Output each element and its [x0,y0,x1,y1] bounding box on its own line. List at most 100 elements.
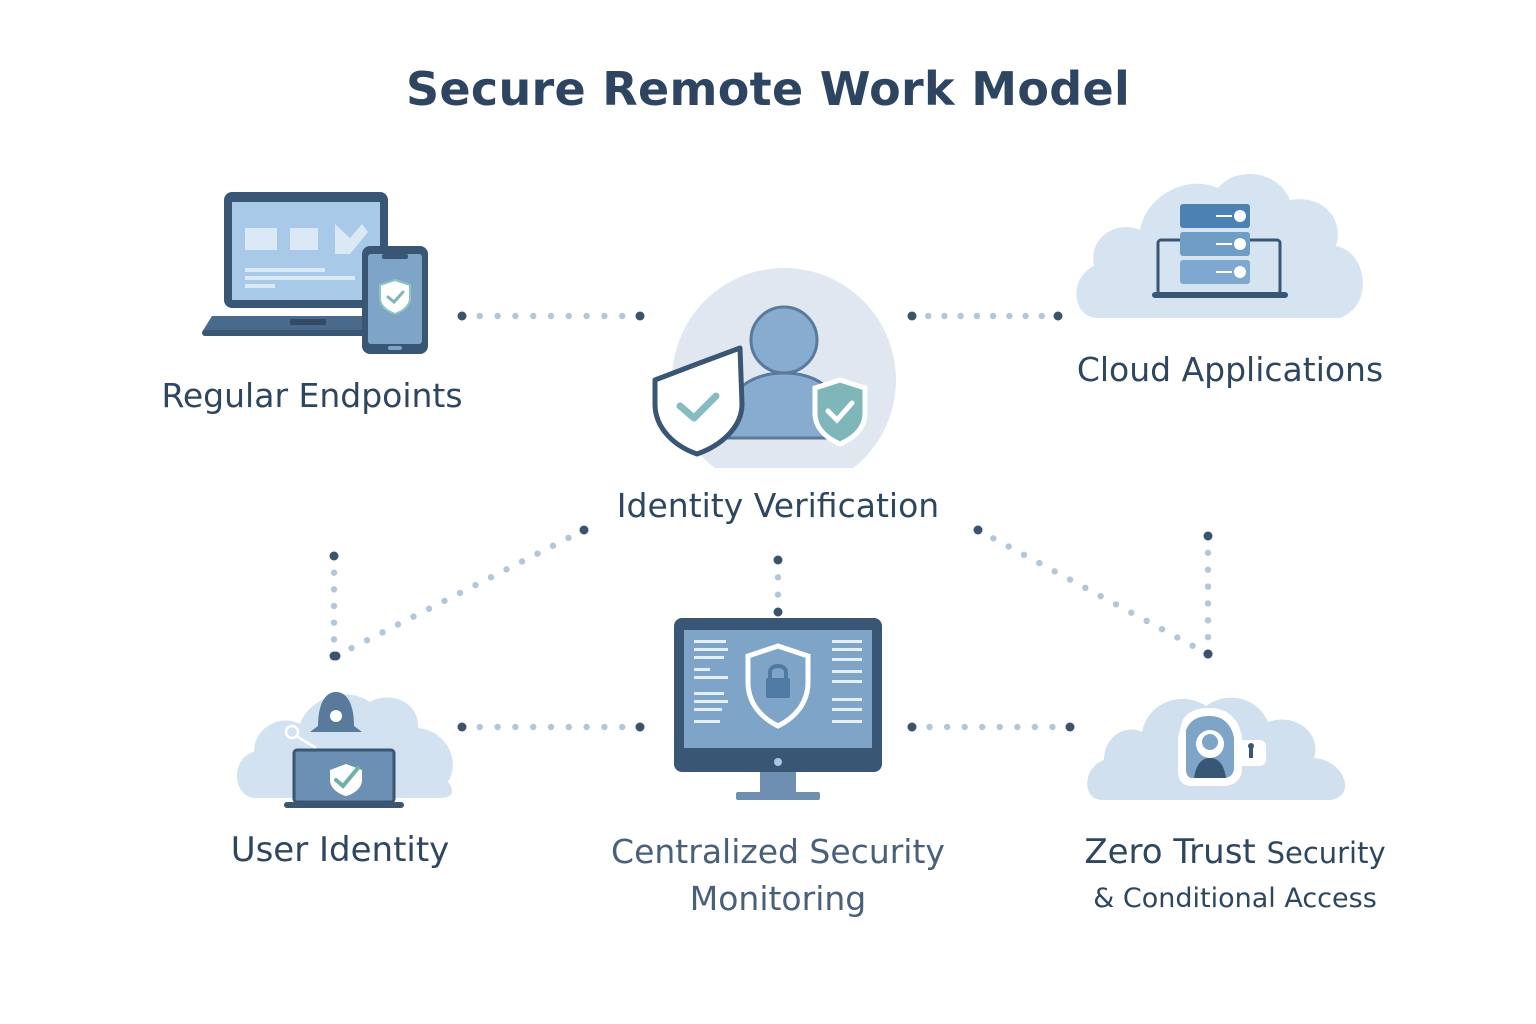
connector-dot [1065,722,1075,732]
connector-dot [330,636,338,643]
connector-dot [330,619,338,626]
connector-dot [973,312,981,320]
connector-dot [579,525,589,535]
connector-dot [1203,531,1213,541]
user-identity-label: User Identity [230,830,450,870]
cloud-laptop-lock-icon [236,692,453,808]
connector-dot [773,607,783,617]
connector-dot [973,525,983,535]
connector-dot [441,597,448,605]
connector-dot [1204,549,1212,557]
connector-dot [476,312,483,320]
connector-dot [330,569,338,576]
cloud-applications-label: Cloud Applications [1076,350,1384,389]
connector-dot [494,312,501,320]
monitor-shield-lock-icon [674,618,882,800]
connector-dot [773,555,783,565]
connector-dot [518,558,526,565]
connector-dot [1097,592,1104,600]
user-shield-icon [652,268,896,468]
connector-dot [1020,551,1028,558]
connector-dot [476,723,483,731]
connector-dot [1038,312,1045,320]
connector-dot [1022,312,1029,320]
connector-dot [1066,576,1074,583]
connector-dot [425,605,433,612]
connector-dot [456,589,464,597]
connector-dot [1204,583,1212,590]
connector-dot [907,722,917,732]
connector-dot [494,723,501,731]
connector-dot [565,534,572,542]
connector-dot [1204,600,1212,607]
connector-dot [457,311,467,321]
connector-dot [1174,634,1181,641]
connector-dot [565,312,572,320]
laptop-and-phone-icon [202,192,428,354]
connector-dot [961,723,968,731]
connector-dot [330,586,338,593]
connector-dot [619,312,626,320]
connector-dot [943,723,951,731]
connector-dot [363,637,371,644]
connector-dot [487,574,495,581]
centralized-monitoring-label-line2: Monitoring [689,879,867,918]
zero-trust-label-line2: & Conditional Access [1093,883,1377,914]
zero-trust-label-security: Security [1266,836,1386,870]
connector-dot [379,629,386,636]
connector-dot [925,312,932,320]
connector-dot [774,591,782,598]
connector-dot [348,644,355,652]
connector-dot [979,723,986,731]
identity-verification-label: Identity Verification [616,486,940,525]
connector-dot [1203,649,1213,659]
connector-dot [329,551,339,561]
connector-dot [1204,566,1212,573]
regular-endpoints-label: Regular Endpoints [161,376,463,415]
cloud-server-icon [1076,174,1363,318]
connector-dot [941,312,948,320]
connector-dot [635,311,645,321]
connector-dot [1189,642,1196,649]
connector-dot [1036,559,1043,567]
connector-dot [503,566,510,573]
connector-dot [1143,617,1150,625]
connector-dot [957,312,964,320]
connector-dot [457,722,467,732]
zero-trust-label-strong: Zero Trust [1084,832,1256,872]
connector-dot [1204,617,1212,624]
connector-dot [1014,723,1021,731]
connector-dot [601,723,608,731]
connector-dot [583,312,590,320]
connector-dot [926,723,933,731]
connector-dot [1049,723,1056,731]
centralized-monitoring-label: Centralized Security Monitoring [600,828,956,922]
connector-dot [1005,543,1012,550]
connector-dot [1204,633,1212,641]
connector-dot [601,312,608,320]
zero-trust-label: Zero Trust Security & Conditional Access [1070,830,1400,923]
connector-dot [534,550,541,557]
connector-dot [512,312,519,320]
connector-dot [990,535,997,542]
connector-dot [1051,568,1058,575]
connector-dot [394,621,402,628]
connector-dot [1158,626,1166,633]
connector-dot [1031,723,1039,731]
connector-dot [549,542,557,549]
connector-dot [996,723,1003,731]
zero-trust-label-line1: Zero Trust Security [1070,830,1400,875]
connector-dot [565,723,572,731]
connector-dot [547,723,555,731]
connector-dot [1128,609,1135,616]
connector-dot [635,722,645,732]
connector-dot [472,581,479,589]
connector-dot [1082,584,1089,592]
connector-dot [330,602,338,610]
connector-dot [619,723,626,731]
connector-dot [583,723,590,731]
connector-dot [329,651,339,661]
cloud-user-lock-icon [1087,697,1346,800]
connector-dot [530,312,537,320]
